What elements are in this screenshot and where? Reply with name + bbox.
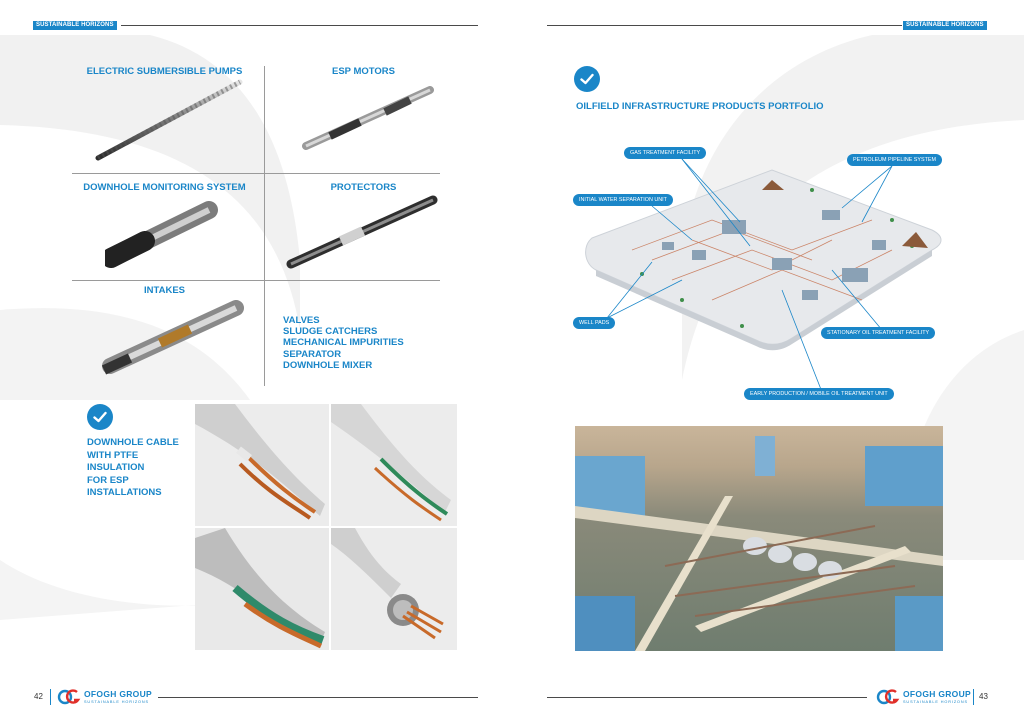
logo-name: OFOGH GROUP <box>84 688 152 699</box>
callout-gas-treatment: GAS TREATMENT FACILITY <box>624 147 707 159</box>
grid-divider-horizontal-1 <box>72 173 440 174</box>
cable-photo-3 <box>195 528 329 650</box>
oilfield-diagram <box>585 169 942 351</box>
page-number-separator <box>50 689 51 705</box>
grid-divider-vertical <box>264 66 265 386</box>
header-rule-left <box>121 25 478 26</box>
cable-title-line: FOR ESP <box>87 474 129 486</box>
monitoring-system-image <box>105 201 218 268</box>
cable-photo-1 <box>195 404 329 526</box>
label-esp: ELECTRIC SUBMERSIBLE PUMPS <box>86 66 243 77</box>
callout-well-pads: WELL PADS <box>573 317 616 329</box>
intake-image <box>101 300 244 375</box>
callout-early-production: EARLY PRODUCTION / MOBILE OIL TREATMENT … <box>744 388 894 400</box>
page-42: SUSTAINABLE HORIZONS ELECTRIC SUBMERSIBL… <box>0 21 478 706</box>
page-43: SUSTAINABLE HORIZONS OILFIELD INFRASTRUC… <box>512 0 1024 724</box>
cable-title: DOWNHOLE CABLE WITH PTFE INSULATION FOR … <box>87 437 179 500</box>
logo-name: OFOGH GROUP <box>903 688 971 699</box>
logo-tagline: SUSTAINABLE HORIZONS <box>84 699 149 704</box>
check-badge-right <box>574 66 600 92</box>
page-number-right: 43 <box>979 692 988 701</box>
cable-photo-2 <box>331 404 457 526</box>
footer-logo-right: OFOGH GROUP SUSTAINABLE HORIZONS <box>876 688 971 706</box>
header-tag-right: SUSTAINABLE HORIZONS <box>903 21 987 30</box>
footer-logo-left: OFOGH GROUP SUSTAINABLE HORIZONS <box>57 688 152 706</box>
page-number-separator <box>973 689 974 705</box>
callout-leader-lines <box>606 158 893 393</box>
label-monitoring: DOWNHOLE MONITORING SYSTEM <box>83 182 246 193</box>
label-esp-motors: ESP MOTORS <box>332 66 395 77</box>
list-item: SLUDGE CATCHERS <box>283 326 378 338</box>
cable-title-line: WITH PTFE <box>87 449 139 461</box>
protector-image <box>286 195 438 269</box>
esp-pump-image <box>95 79 243 161</box>
checkmark-icon <box>93 411 107 423</box>
logo-text: OFOGH GROUP SUSTAINABLE HORIZONS <box>84 688 152 705</box>
check-badge-left <box>87 404 113 430</box>
list-item: SEPARATOR <box>283 348 342 360</box>
ofogh-logo-icon <box>57 689 81 705</box>
footer-rule-left <box>158 697 478 698</box>
cable-title-line: INSULATION <box>87 462 145 474</box>
footer-rule-right <box>547 697 867 698</box>
portfolio-title: OILFIELD INFRASTRUCTURE PRODUCTS PORTFOL… <box>576 101 824 112</box>
logo-tagline: SUSTAINABLE HORIZONS <box>903 699 968 704</box>
label-intakes: INTAKES <box>144 285 185 296</box>
list-item: VALVES <box>283 315 320 326</box>
cable-photo-4 <box>331 528 457 650</box>
label-protectors: PROTECTORS <box>330 182 397 193</box>
callout-stationary-oil: STATIONARY OIL TREATMENT FACILITY <box>821 327 936 339</box>
grid-divider-horizontal-2 <box>72 280 440 281</box>
logo-text: OFOGH GROUP SUSTAINABLE HORIZONS <box>903 688 971 705</box>
header-rule-right <box>547 25 902 26</box>
ofogh-logo-icon <box>876 689 900 705</box>
checkmark-icon <box>580 73 594 85</box>
cable-title-line: INSTALLATIONS <box>87 487 162 499</box>
callout-water-separation: INITIAL WATER SEPARATION UNIT <box>573 194 673 206</box>
esp-motor-image <box>302 86 434 150</box>
other-products-list: VALVES SLUDGE CATCHERS MECHANICAL IMPURI… <box>283 315 404 371</box>
callout-petroleum-pipeline: PETROLEUM PIPELINE SYSTEM <box>847 154 942 166</box>
cable-title-line: DOWNHOLE CABLE <box>87 437 179 448</box>
facility-photo <box>575 426 943 651</box>
header-tag-left: SUSTAINABLE HORIZONS <box>33 21 117 30</box>
list-item: DOWNHOLE MIXER <box>283 359 373 371</box>
list-item: MECHANICAL IMPURITIES <box>283 337 404 349</box>
page-number-left: 42 <box>34 692 43 701</box>
